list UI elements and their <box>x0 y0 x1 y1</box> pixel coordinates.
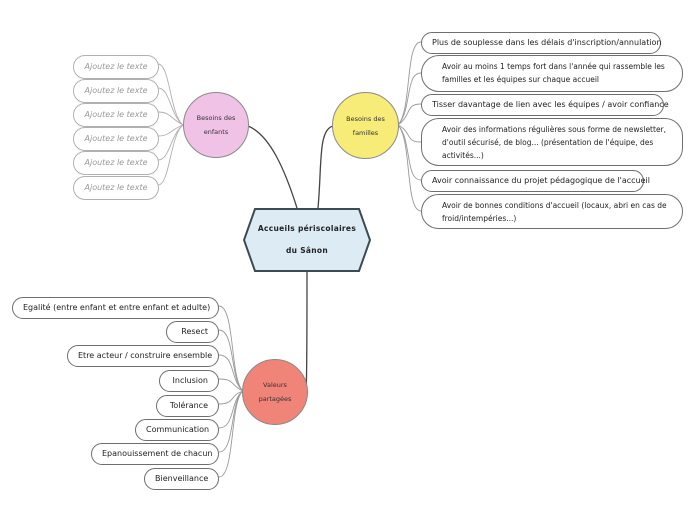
valeurs-item[interactable]: Tolérance <box>156 395 219 417</box>
central-hexagon-shape <box>243 208 371 272</box>
branch-valeurs-label-line1: Valeurs <box>263 381 287 389</box>
central-title-line1: Accueils périscolaires <box>257 224 357 233</box>
branch-valeurs-label-line2: partagées <box>258 395 292 403</box>
branch-familles-label-line1: Besoins des <box>346 114 385 123</box>
valeurs-item[interactable]: Bienveillance <box>144 468 219 490</box>
central-topic-label: Accueils périscolaires du Sânon <box>243 208 371 272</box>
valeurs-item[interactable]: Inclusion <box>159 370 219 392</box>
familles-item[interactable]: Avoir de bonnes conditions d'accueil (lo… <box>421 194 683 229</box>
valeurs-item[interactable]: Epanouissement de chacun <box>91 443 219 465</box>
branch-familles-label-line2: familles <box>352 128 379 137</box>
branch-enfants-label-line1: Besoins des <box>196 114 236 122</box>
branch-besoins-familles[interactable]: Besoins des familles <box>332 92 399 159</box>
central-title-line2: du Sânon <box>285 246 328 255</box>
familles-item[interactable]: Plus de souplesse dans les délais d'insc… <box>421 32 662 54</box>
enfants-item[interactable]: Ajoutez le texte <box>73 55 159 79</box>
branch-valeurs-partagees[interactable]: Valeurs partagées <box>242 359 308 425</box>
familles-item[interactable]: Avoir connaissance du projet pédagogique… <box>421 170 650 192</box>
familles-item[interactable]: Tisser davantage de lien avec les équipe… <box>421 94 669 116</box>
valeurs-item[interactable]: Resect <box>166 321 219 343</box>
familles-item[interactable]: Avoir des informations régulières sous f… <box>421 118 683 166</box>
enfants-item[interactable]: Ajoutez le texte <box>73 79 159 103</box>
branch-besoins-enfants[interactable]: Besoins des enfants <box>183 92 249 158</box>
valeurs-item[interactable]: Egalité (entre enfant et entre enfant et… <box>12 297 219 319</box>
familles-item[interactable]: Avoir au moins 1 temps fort dans l'année… <box>421 55 683 92</box>
enfants-item[interactable]: Ajoutez le texte <box>73 103 159 127</box>
valeurs-item[interactable]: Etre acteur / construire ensemble <box>67 345 219 367</box>
valeurs-item[interactable]: Communication <box>135 419 219 441</box>
enfants-item[interactable]: Ajoutez le texte <box>73 127 159 151</box>
enfants-item[interactable]: Ajoutez le texte <box>73 176 159 200</box>
central-topic[interactable]: Accueils périscolaires du Sânon <box>243 208 371 272</box>
enfants-item[interactable]: Ajoutez le texte <box>73 151 159 175</box>
branch-enfants-label-line2: enfants <box>203 128 229 136</box>
